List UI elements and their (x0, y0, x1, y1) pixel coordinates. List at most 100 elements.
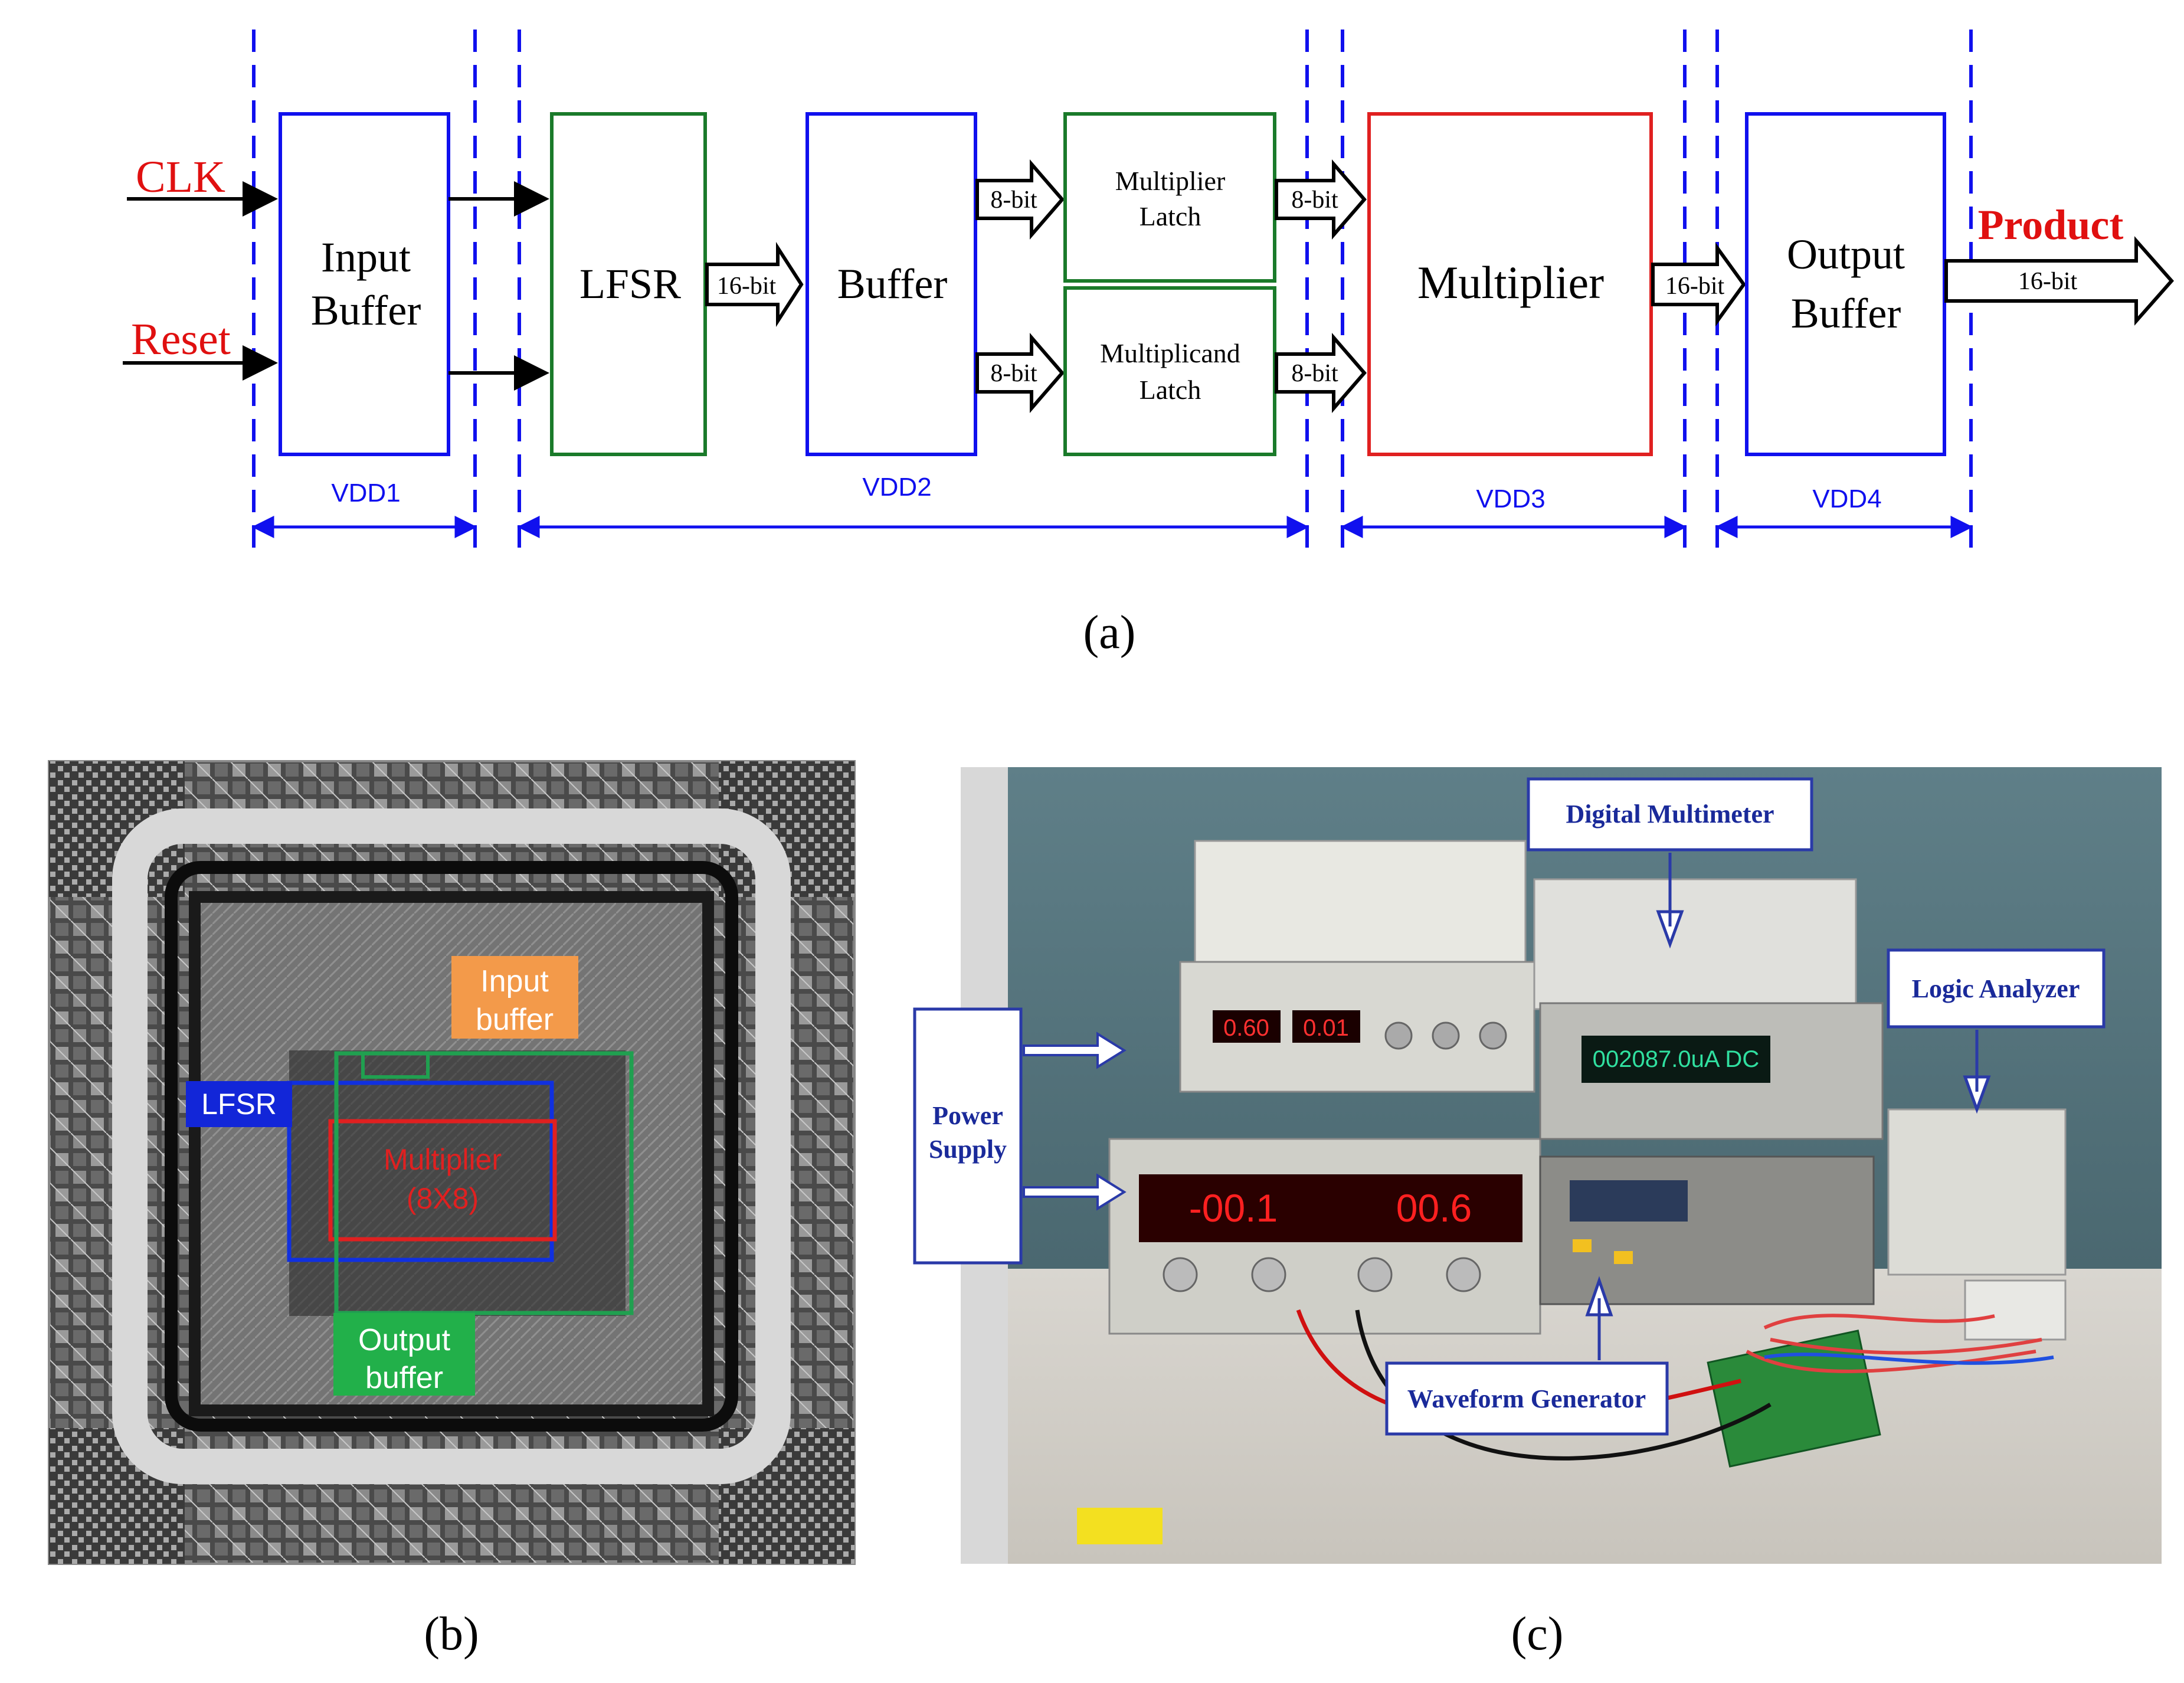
waveform-generator (1539, 1155, 1875, 1305)
multimeter-display (1581, 1036, 1770, 1083)
input-buffer-tag-line2: buffer (476, 1003, 554, 1037)
multiplier-tag-line2: (8X8) (407, 1182, 479, 1215)
domain-label-vdd3: VDD3 (1476, 484, 1545, 513)
reset-label: Reset (131, 315, 231, 364)
output-buffer-tag-line1: Output (358, 1323, 451, 1357)
power-supply-pointer-bottom (1023, 1173, 1127, 1211)
bus-label-16bit: 16-bit (717, 273, 777, 300)
multiplier-region (328, 1119, 557, 1242)
power-supply-label-box (913, 1007, 1023, 1265)
lfsr-block (550, 112, 707, 456)
test-board (1707, 1330, 1881, 1468)
input-buffer-block (279, 112, 450, 456)
multiplier-latch-label-line1: Multiplier (1115, 166, 1226, 196)
panel-c-test-setup-photo: 0.60 0.01 -00.1 00.6 002087.0uA DC (913, 767, 2162, 1660)
probe-wires (1746, 1314, 2042, 1373)
lfsr-region (287, 1080, 554, 1262)
input-buffer-tag-line1: Input (480, 964, 549, 998)
domain-span-arrows (251, 515, 1973, 539)
psu-top-readout-2: 0.01 (1303, 1015, 1349, 1041)
pad-ring-inner (165, 861, 738, 1432)
lfsr-to-buffer-bus (705, 241, 804, 328)
psu-knob (1446, 1257, 1481, 1292)
pad-ring (112, 808, 791, 1484)
logic-analyzer (1887, 1108, 2067, 1276)
output-buffer-label-line1: Output (1787, 231, 1905, 278)
multiplicand-latch-label-line1: Multiplicand (1100, 338, 1240, 368)
multiplier-tag-line1: Multiplier (384, 1143, 502, 1176)
input-buffer-label-line2: Buffer (311, 287, 421, 334)
psu-knob (1357, 1257, 1393, 1292)
psu-knob (1479, 1021, 1507, 1050)
multiplicand-latch-to-multiplier-bus (1275, 332, 1367, 414)
buffer-block (806, 112, 977, 456)
wg-key (1573, 1239, 1592, 1252)
psu-bottom-readout-1: -00.1 (1189, 1186, 1278, 1230)
logic-analyzer-label-box (1887, 948, 2106, 1029)
buffer-to-multiplier-latch-bus (975, 159, 1065, 240)
digital-multimeter-label: Digital Multimeter (1566, 800, 1774, 829)
domain-label-vdd1: VDD1 (331, 479, 400, 507)
waveform-generator-display (1570, 1180, 1688, 1222)
waveform-generator-label: Waveform Generator (1407, 1384, 1646, 1413)
logic-analyzer-pod (1964, 1279, 2067, 1341)
multiplier-latch-block (1063, 112, 1276, 283)
caption-b: (b) (424, 1608, 479, 1660)
psu-top-display-2 (1292, 1010, 1360, 1043)
lfsr-label: LFSR (579, 260, 681, 307)
product-bus (1944, 236, 2175, 326)
power-supply-pointer-top (1023, 1032, 1127, 1069)
product-label: Product (1978, 201, 2124, 248)
buffer-label: Buffer (837, 260, 948, 307)
bus-label-8bit: 8-bit (1291, 360, 1338, 387)
psu-knob (1251, 1257, 1286, 1292)
psu-top-readout-1: 0.60 (1223, 1015, 1269, 1041)
domain-label-vdd2: VDD2 (862, 473, 931, 502)
multiplier-latch-label-line2: Latch (1140, 201, 1201, 231)
bus-label-16bit: 16-bit (1665, 273, 1725, 300)
output-buffer-tag-line2: buffer (365, 1361, 443, 1395)
core-routing (289, 1050, 626, 1316)
power-supply-label-line2: Supply (929, 1135, 1007, 1164)
probe-wires (1355, 1309, 1772, 1461)
multiplicand-latch-block (1063, 286, 1276, 456)
logic-analyzer-pointer (1963, 1030, 1991, 1114)
output-buffer-region (334, 1051, 634, 1315)
panel-a-block-diagram: VDD1 VDD2 VDD3 VDD4 CLK Reset Input Buff… (123, 30, 2175, 659)
caption-c: (c) (1511, 1608, 1564, 1660)
bus-label-16bit: 16-bit (2018, 268, 2078, 295)
multiplier-block (1367, 112, 1653, 456)
panel-b-chip-layout: Input buffer LFSR Multiplier (8X8) Outpu… (48, 760, 856, 1660)
psu-knob (1163, 1257, 1198, 1292)
waveform-generator-label-box (1385, 1361, 1669, 1436)
warning-sticker (1077, 1508, 1163, 1544)
caption-a: (a) (1083, 607, 1136, 659)
psu-knob (1432, 1021, 1460, 1050)
psu-knob (1384, 1021, 1413, 1050)
lfsr-tag (186, 1081, 292, 1127)
multiplier-to-output-buffer-bus (1651, 242, 1746, 327)
digital-multimeter-label-box (1527, 777, 1813, 852)
output-buffer-block (1745, 112, 1946, 456)
bus-label-8bit: 8-bit (990, 360, 1037, 387)
input-buffer-label-line1: Input (321, 234, 411, 281)
logic-analyzer-label: Logic Analyzer (1912, 974, 2080, 1003)
digital-multimeter-pointer (1656, 853, 1684, 949)
multiplier-label: Multiplier (1417, 257, 1604, 308)
buffer-to-multiplicand-latch-bus (975, 332, 1065, 414)
multimeter-readout: 002087.0uA DC (1593, 1046, 1759, 1072)
input-buffer-tag (451, 956, 578, 1039)
input-buffer-region-small (361, 1052, 430, 1079)
multiplicand-latch-label-line2: Latch (1140, 375, 1201, 405)
power-supply-top-cover (1194, 840, 1527, 963)
probe-wires (1764, 1353, 2054, 1365)
bus-label-8bit: 8-bit (990, 186, 1037, 214)
psu-bottom-display (1139, 1174, 1522, 1242)
clk-label: CLK (136, 152, 225, 202)
lfsr-tag-label: LFSR (201, 1088, 277, 1121)
psu-bottom-readout-2: 00.6 (1396, 1186, 1472, 1230)
domain-label-vdd4: VDD4 (1812, 484, 1881, 513)
bus-label-8bit: 8-bit (1291, 186, 1338, 214)
wg-key (1614, 1251, 1633, 1264)
